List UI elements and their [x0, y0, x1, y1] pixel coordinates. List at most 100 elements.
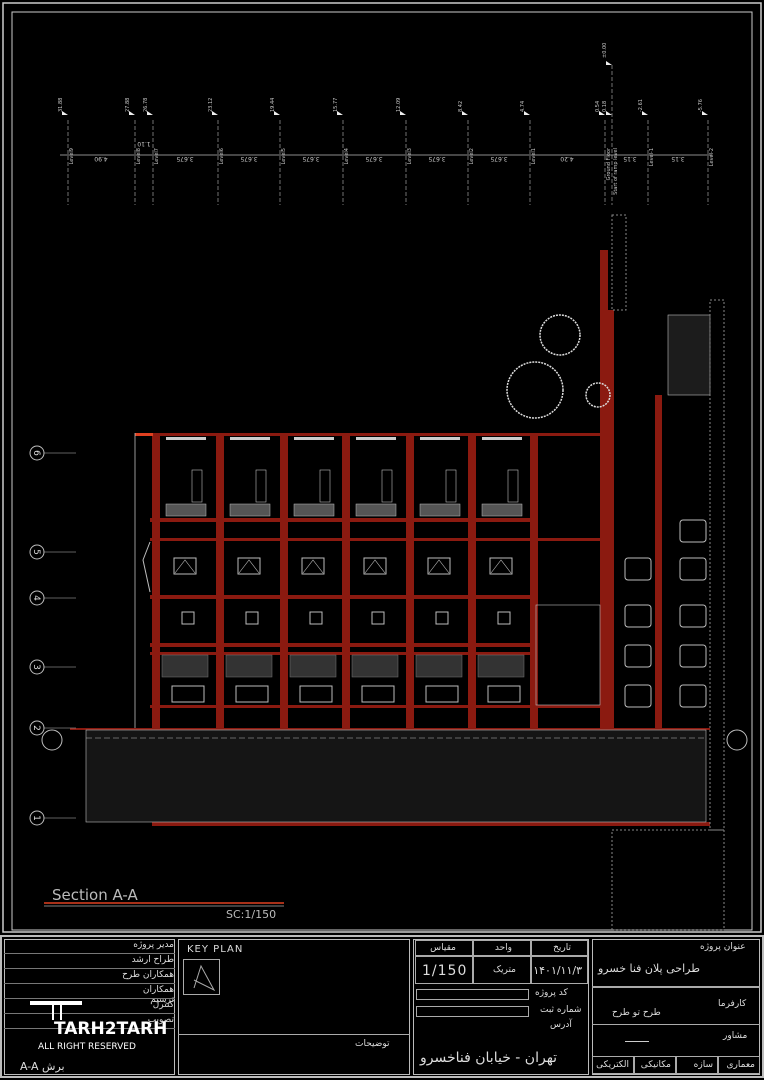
column	[280, 436, 288, 728]
info-panel	[413, 939, 589, 1075]
divider	[4, 983, 175, 984]
counter-icon	[171, 685, 205, 703]
furniture-icon	[319, 469, 331, 503]
level-flag-icon	[147, 111, 153, 115]
car-icon	[679, 604, 707, 628]
divider	[4, 968, 175, 969]
column	[468, 436, 476, 728]
counter-icon	[235, 685, 269, 703]
logo-subtitle: ALL RIGHT RESERVED	[38, 1042, 136, 1052]
level-name: Ground Floor	[606, 147, 612, 180]
discipline-label: سازه	[693, 1060, 713, 1070]
dimension-value: 3.675	[302, 155, 319, 162]
level-elevation: -5.76	[698, 99, 704, 112]
level-name: Level-1	[649, 148, 655, 166]
level-flag-icon	[212, 111, 218, 115]
scale-value: 1/150	[422, 963, 468, 979]
role-label: مدیر پروژه	[133, 940, 174, 950]
bay-window	[142, 541, 151, 593]
bed-icon	[165, 503, 207, 517]
grid-axis-label: 3	[31, 664, 41, 670]
key-plan-thumbnail	[183, 959, 220, 995]
counter-icon	[361, 685, 395, 703]
scale-cell: 1/150	[415, 956, 473, 984]
key-plan-arrow-icon	[193, 964, 216, 992]
bed-icon	[419, 503, 461, 517]
foundation-earth	[611, 829, 725, 931]
level-name: Level6	[219, 148, 225, 164]
dimension-value: 3.675	[176, 155, 193, 162]
employer-label: کارفرما	[718, 999, 747, 1009]
discipline-tab[interactable]: الکتریکی	[592, 1056, 634, 1074]
retaining-earth	[709, 299, 725, 831]
floor-slab	[70, 728, 710, 730]
section-drawing: 31.88Level927.88Level826.78Level723.12Le…	[2, 2, 762, 933]
level-name: Start of ramp level	[613, 148, 619, 195]
level-elevation: 0.18	[602, 101, 608, 112]
elevator-door-icon	[427, 557, 451, 575]
level-flag-icon	[606, 61, 612, 65]
discipline-tab[interactable]: سازه	[676, 1056, 718, 1074]
project-panel	[592, 939, 760, 1075]
tree-icon	[506, 361, 564, 419]
consultant-label: مشاور	[723, 1031, 748, 1041]
sink-icon	[181, 611, 195, 625]
tree-icon	[585, 382, 611, 408]
reg-no-label: شماره ثبت	[540, 1005, 582, 1015]
level-flag-icon	[337, 111, 343, 115]
basement-ramp	[85, 729, 707, 823]
wall	[655, 395, 662, 730]
car-icon	[679, 644, 707, 668]
column	[530, 436, 538, 728]
discipline-tab[interactable]: مکانیکی	[634, 1056, 676, 1074]
level-name: Level3	[407, 148, 413, 164]
opening-symbol	[490, 559, 512, 574]
date-header: تاریخ	[553, 943, 571, 953]
opening-symbol	[174, 559, 196, 574]
level-elevation: 31.88	[58, 98, 64, 112]
discipline-tab[interactable]: معماری	[718, 1056, 760, 1074]
logo: TARH2TARH	[54, 1019, 168, 1039]
reg-no-field	[416, 1006, 529, 1017]
dimension-value: 3.15	[671, 155, 685, 162]
project-title-label: عنوان پروژه	[700, 942, 746, 952]
employer-value: طرح تو طرح	[612, 1008, 661, 1018]
wall	[600, 250, 608, 730]
level-elevation: 8.42	[458, 101, 464, 112]
grid-axis-label: 5	[31, 549, 41, 555]
section-title: Section A-A	[52, 886, 139, 904]
grid-axis-label: 2	[31, 725, 41, 731]
level-flag-icon	[702, 111, 708, 115]
discipline-label: معماری	[726, 1060, 756, 1070]
floor-slab	[135, 433, 610, 436]
opening-symbol	[428, 559, 450, 574]
scale-header-cell: مقیاس	[415, 940, 473, 956]
tiled-wall	[225, 654, 273, 678]
sink-icon	[371, 611, 385, 625]
project-code-label: کد پروژه	[535, 988, 568, 998]
floor-slab	[152, 822, 710, 826]
stair-core	[535, 604, 601, 706]
address-label: آدرس	[550, 1020, 572, 1030]
dimension-value: 3.675	[490, 155, 507, 162]
project-title: طراحی پلان فنا خسرو	[598, 962, 700, 975]
dimension-value: 4.20	[560, 155, 574, 162]
divider	[4, 1028, 175, 1029]
consultant-blank	[625, 1041, 649, 1042]
level-name: Level1	[531, 148, 537, 164]
furniture-icon	[507, 469, 519, 503]
elevator-door-icon	[489, 557, 513, 575]
level-name: Level5	[281, 148, 287, 164]
column	[152, 436, 160, 728]
grid-axis-label: 6	[31, 450, 41, 456]
level-markers: 31.88Level927.88Level826.78Level723.12Le…	[58, 43, 715, 205]
counter-icon	[487, 685, 521, 703]
level-elevation: 27.88	[125, 98, 131, 112]
window	[420, 437, 460, 440]
tree-icon	[539, 314, 581, 356]
counter-icon	[299, 685, 333, 703]
planter-section	[667, 314, 711, 396]
furniture-icon	[381, 469, 393, 503]
roof-edge	[135, 433, 153, 436]
top-elevation: ±0.00	[602, 43, 608, 58]
